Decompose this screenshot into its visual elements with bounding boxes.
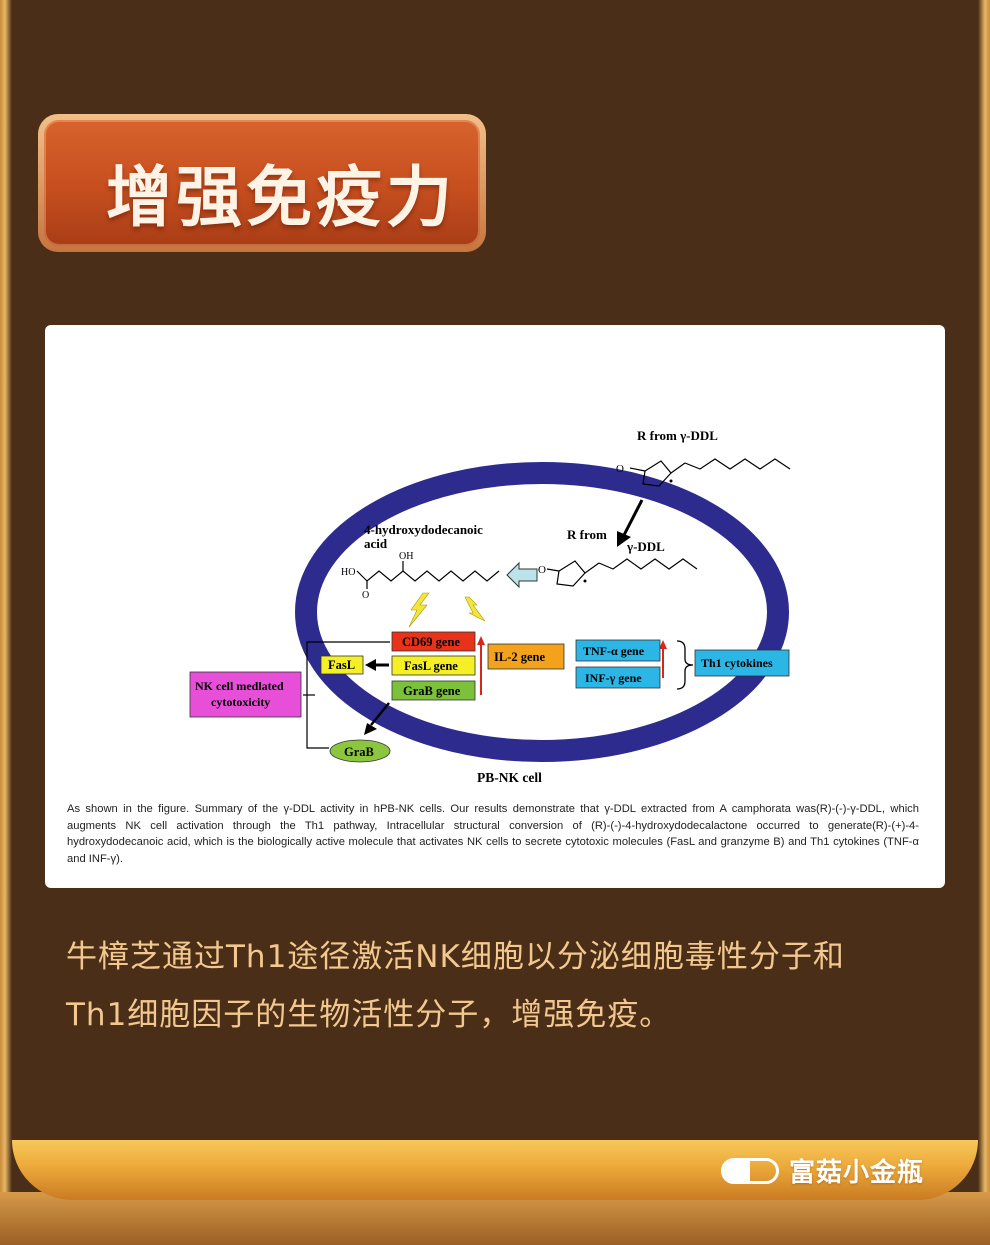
fasl-label: FasL xyxy=(328,658,355,672)
nk-cytotoxicity-line1: NK cell medlated xyxy=(195,679,284,693)
body-line-2: Th1细胞因子的生物活性分子，增强免疫。 xyxy=(66,997,672,1033)
footer-brand: 富菇小金瓶 xyxy=(720,1152,924,1189)
conversion-arrow xyxy=(506,561,538,589)
body-paragraph: 牛樟芝通过Th1途径激活NK细胞以分泌细胞毒性分子和 Th1细胞因子的生物活性分… xyxy=(66,928,936,1044)
r-from-inner: R from xyxy=(567,527,607,542)
nk-cell-diagram: R from γ-DDL O R from γ-DDL xyxy=(189,428,791,785)
lightning-icon xyxy=(464,596,486,622)
hydroxy-acid-molecule xyxy=(356,561,500,589)
lightning-icon xyxy=(408,592,430,628)
cd69-gene-label: CD69 gene xyxy=(402,635,460,649)
fasl-box xyxy=(320,655,364,675)
cd69-gene-box xyxy=(391,631,476,652)
il2-gene-label: IL-2 gene xyxy=(494,650,545,664)
acid-label-line1: 4-hydroxydodecanoic xyxy=(364,522,483,537)
footer-edge xyxy=(0,1192,990,1245)
brand-name: 富菇小金瓶 xyxy=(788,1158,924,1188)
capsule-icon xyxy=(720,1157,779,1184)
ddl-molecule-inner xyxy=(546,558,698,587)
ho-label: HO xyxy=(341,567,355,578)
footer-bar xyxy=(12,1140,978,1200)
inf-gamma-gene-box xyxy=(575,666,661,689)
figure-card: R from γ-DDL O R from γ-DDL xyxy=(45,325,945,888)
o-ring-top: O xyxy=(616,463,624,475)
ddl-molecule-top xyxy=(629,458,791,487)
fasl-gene-box xyxy=(391,655,476,676)
o-label: O xyxy=(362,590,369,601)
grab-gene-label: GraB gene xyxy=(403,684,461,698)
body-line-1: 牛樟芝通过Th1途径激活NK细胞以分泌细胞毒性分子和 xyxy=(66,939,845,975)
gamma-ddl-inner: γ-DDL xyxy=(626,539,665,554)
pb-nk-cell-label: PB-NK cell xyxy=(477,770,542,785)
nk-cytotoxicity-box xyxy=(189,671,302,718)
il2-gene-box xyxy=(487,643,565,670)
th1-cytokines-label: Th1 cytokines xyxy=(701,656,773,670)
pb-nk-cell-membrane xyxy=(295,462,789,762)
grab-gene-box xyxy=(391,680,476,701)
r-from-ddl-top: R from γ-DDL xyxy=(637,428,718,443)
page-title: 增强免疫力 xyxy=(106,159,456,236)
tnf-alpha-gene-label: TNF-α gene xyxy=(583,644,645,658)
grab-secreted xyxy=(329,739,391,763)
o-ring-inner: O xyxy=(538,564,546,576)
nk-cytotoxicity-line2: cytotoxicity xyxy=(211,695,270,709)
fasl-gene-label: FasL gene xyxy=(404,659,458,673)
figure-caption: As shown in the figure. Summary of the γ… xyxy=(67,803,919,865)
inf-gamma-gene-label: INF-γ gene xyxy=(585,671,642,685)
grab-label: GraB xyxy=(344,745,374,759)
heading-banner: 增强免疫力 xyxy=(38,114,486,252)
tnf-alpha-gene-box xyxy=(575,639,661,662)
cytokine-brace xyxy=(676,640,694,690)
th1-cytokines-box xyxy=(694,649,790,677)
oh-label: OH xyxy=(399,551,413,562)
acid-label-line2: acid xyxy=(364,536,388,551)
